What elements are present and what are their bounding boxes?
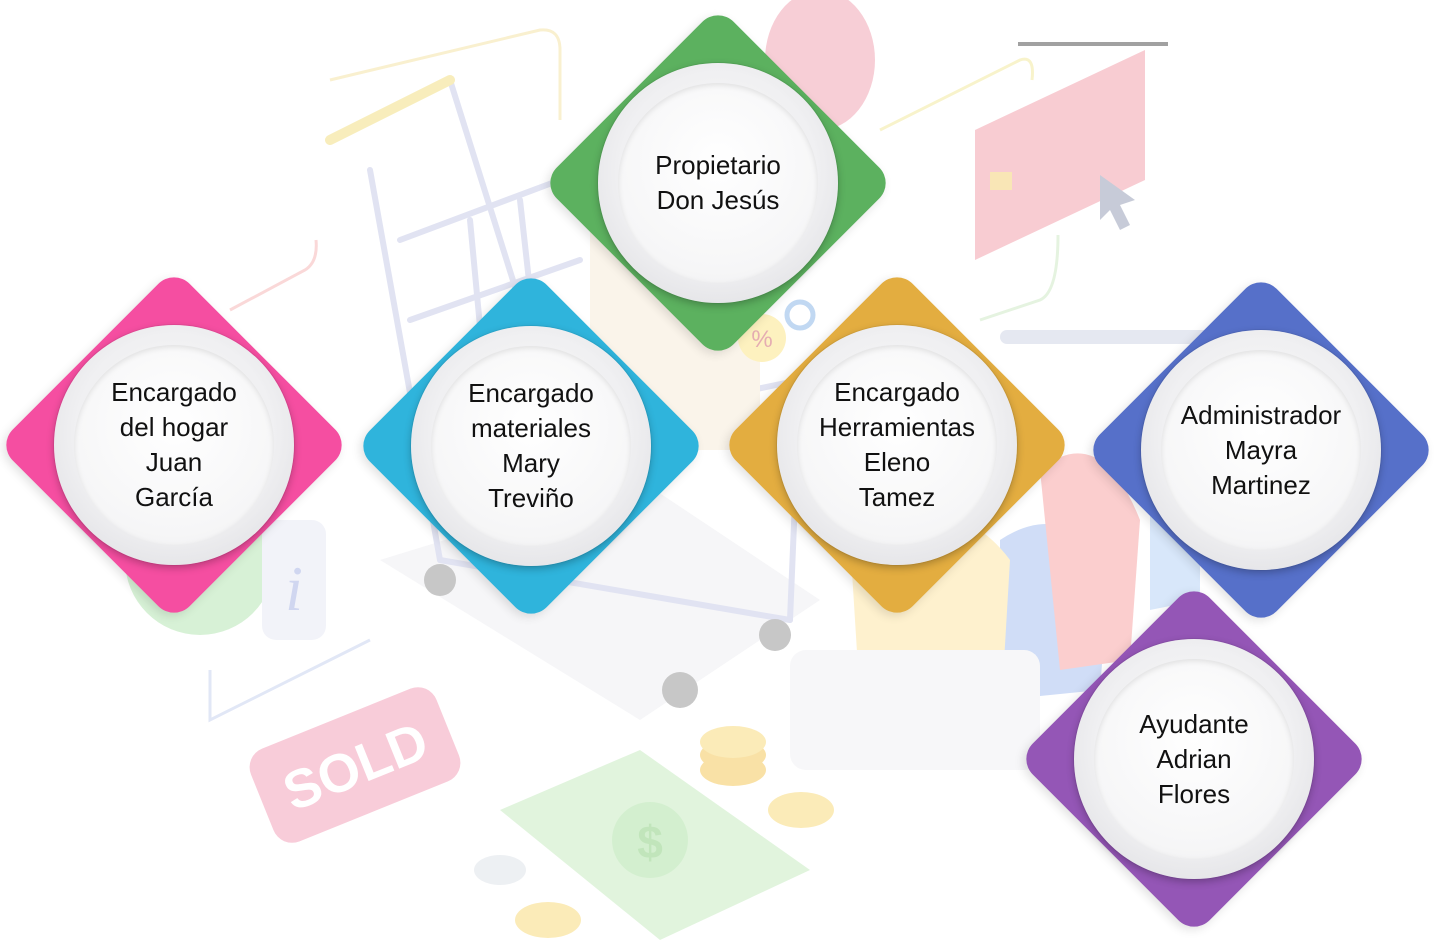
node-label-line: Encargado: [834, 377, 960, 407]
node-inner: Encargado Herramientas Eleno Tamez: [797, 345, 997, 545]
node-administrador: Administrador Mayra Martinez: [1084, 273, 1436, 627]
node-materiales: Encargado materiales Mary Treviño: [354, 269, 708, 623]
node-ayudante: Ayudante Adrian Flores: [1017, 582, 1371, 936]
node-label-line: Ayudante: [1139, 708, 1249, 739]
node-label-line: Flores: [1157, 778, 1231, 809]
node-label: Propietario Don Jesús: [655, 148, 781, 218]
node-label-line: Juan: [145, 447, 203, 477]
node-label-line: Mary: [502, 448, 560, 478]
node-label: Administrador Mayra Martinez: [1181, 398, 1341, 503]
info-glyph: i: [285, 553, 303, 624]
node-label-line: Tamez: [858, 482, 936, 512]
node-inner: Propietario Don Jesús: [618, 83, 818, 283]
node-circle: Encargado del hogar Juan García: [54, 325, 294, 565]
node-label: Encargado materiales Mary Treviño: [468, 376, 594, 516]
node-label-line: Don Jesús: [656, 185, 780, 215]
node-circle: Ayudante Adrian Flores: [1074, 639, 1314, 879]
node-inner: Encargado del hogar Juan García: [74, 345, 274, 545]
node-label-line: materiales: [471, 413, 591, 443]
node-herramientas: Encargado Herramientas Eleno Tamez: [720, 268, 1074, 622]
node-label-line: Adrian: [1156, 743, 1232, 774]
node-label-line: Treviño: [488, 483, 574, 513]
node-label-line: Propietario: [655, 150, 781, 180]
node-inner: Ayudante Adrian Flores: [1094, 659, 1294, 859]
node-circle: Administrador Mayra Martinez: [1141, 330, 1381, 570]
node-label-line: Administrador: [1180, 399, 1342, 430]
node-circle: Encargado Herramientas Eleno Tamez: [777, 325, 1017, 565]
node-inner: Encargado materiales Mary Treviño: [431, 346, 631, 546]
node-label-line: Encargado: [111, 377, 237, 407]
dollar-glyph: $: [637, 816, 663, 868]
node-label-line: Encargado: [468, 378, 594, 408]
node-label-line: Mayra: [1224, 434, 1298, 465]
node-label: Encargado del hogar Juan García: [111, 375, 237, 515]
node-label-line: Eleno: [863, 447, 931, 477]
node-inner: Administrador Mayra Martinez: [1161, 350, 1361, 550]
node-label: Ayudante Adrian Flores: [1139, 707, 1248, 812]
node-propietario: Propietario Don Jesús: [541, 6, 895, 360]
node-label-line: García: [134, 482, 213, 512]
node-circle: Encargado materiales Mary Treviño: [411, 326, 651, 566]
node-hogar: Encargado del hogar Juan García: [0, 268, 351, 622]
node-label: Encargado Herramientas Eleno Tamez: [819, 375, 975, 515]
percent-glyph: %: [751, 326, 772, 353]
node-label-line: Herramientas: [818, 412, 976, 442]
node-label-line: del hogar: [119, 412, 229, 442]
node-label-line: Martinez: [1211, 469, 1311, 500]
node-circle: Propietario Don Jesús: [598, 63, 838, 303]
